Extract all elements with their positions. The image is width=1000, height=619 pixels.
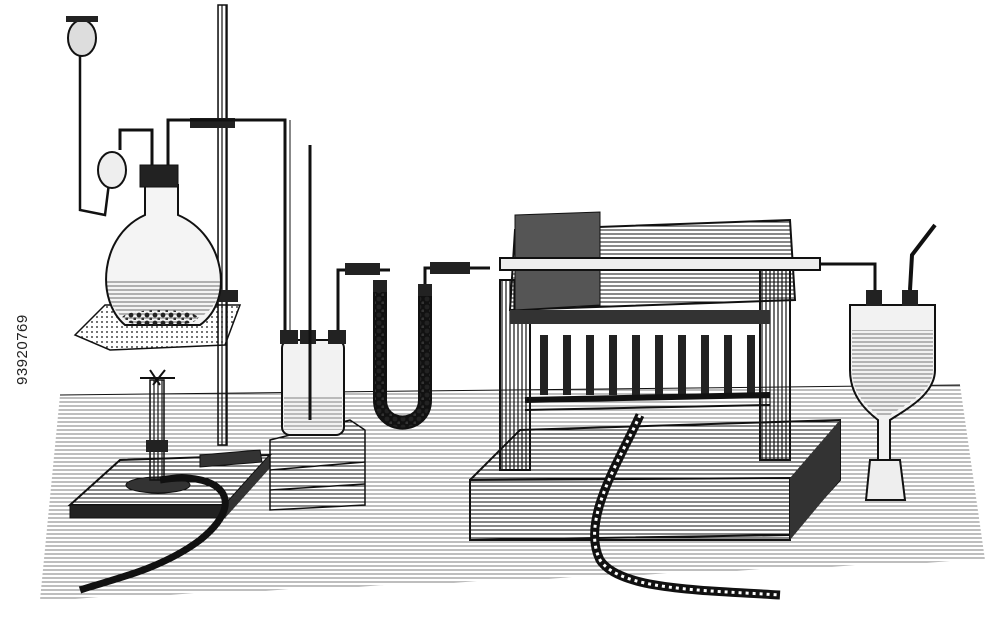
combustion-furnace-icon (469, 211, 877, 542)
burner-row (524, 335, 771, 411)
thistle-funnel (66, 16, 127, 217)
wash-bottle-icon (269, 145, 390, 511)
stock-image-id: 93920769 (14, 314, 31, 385)
flask-icon (105, 118, 291, 330)
gas-hose-icon (78, 413, 781, 600)
u-tube-icon (373, 262, 490, 430)
receiver-jar-icon (849, 223, 937, 501)
